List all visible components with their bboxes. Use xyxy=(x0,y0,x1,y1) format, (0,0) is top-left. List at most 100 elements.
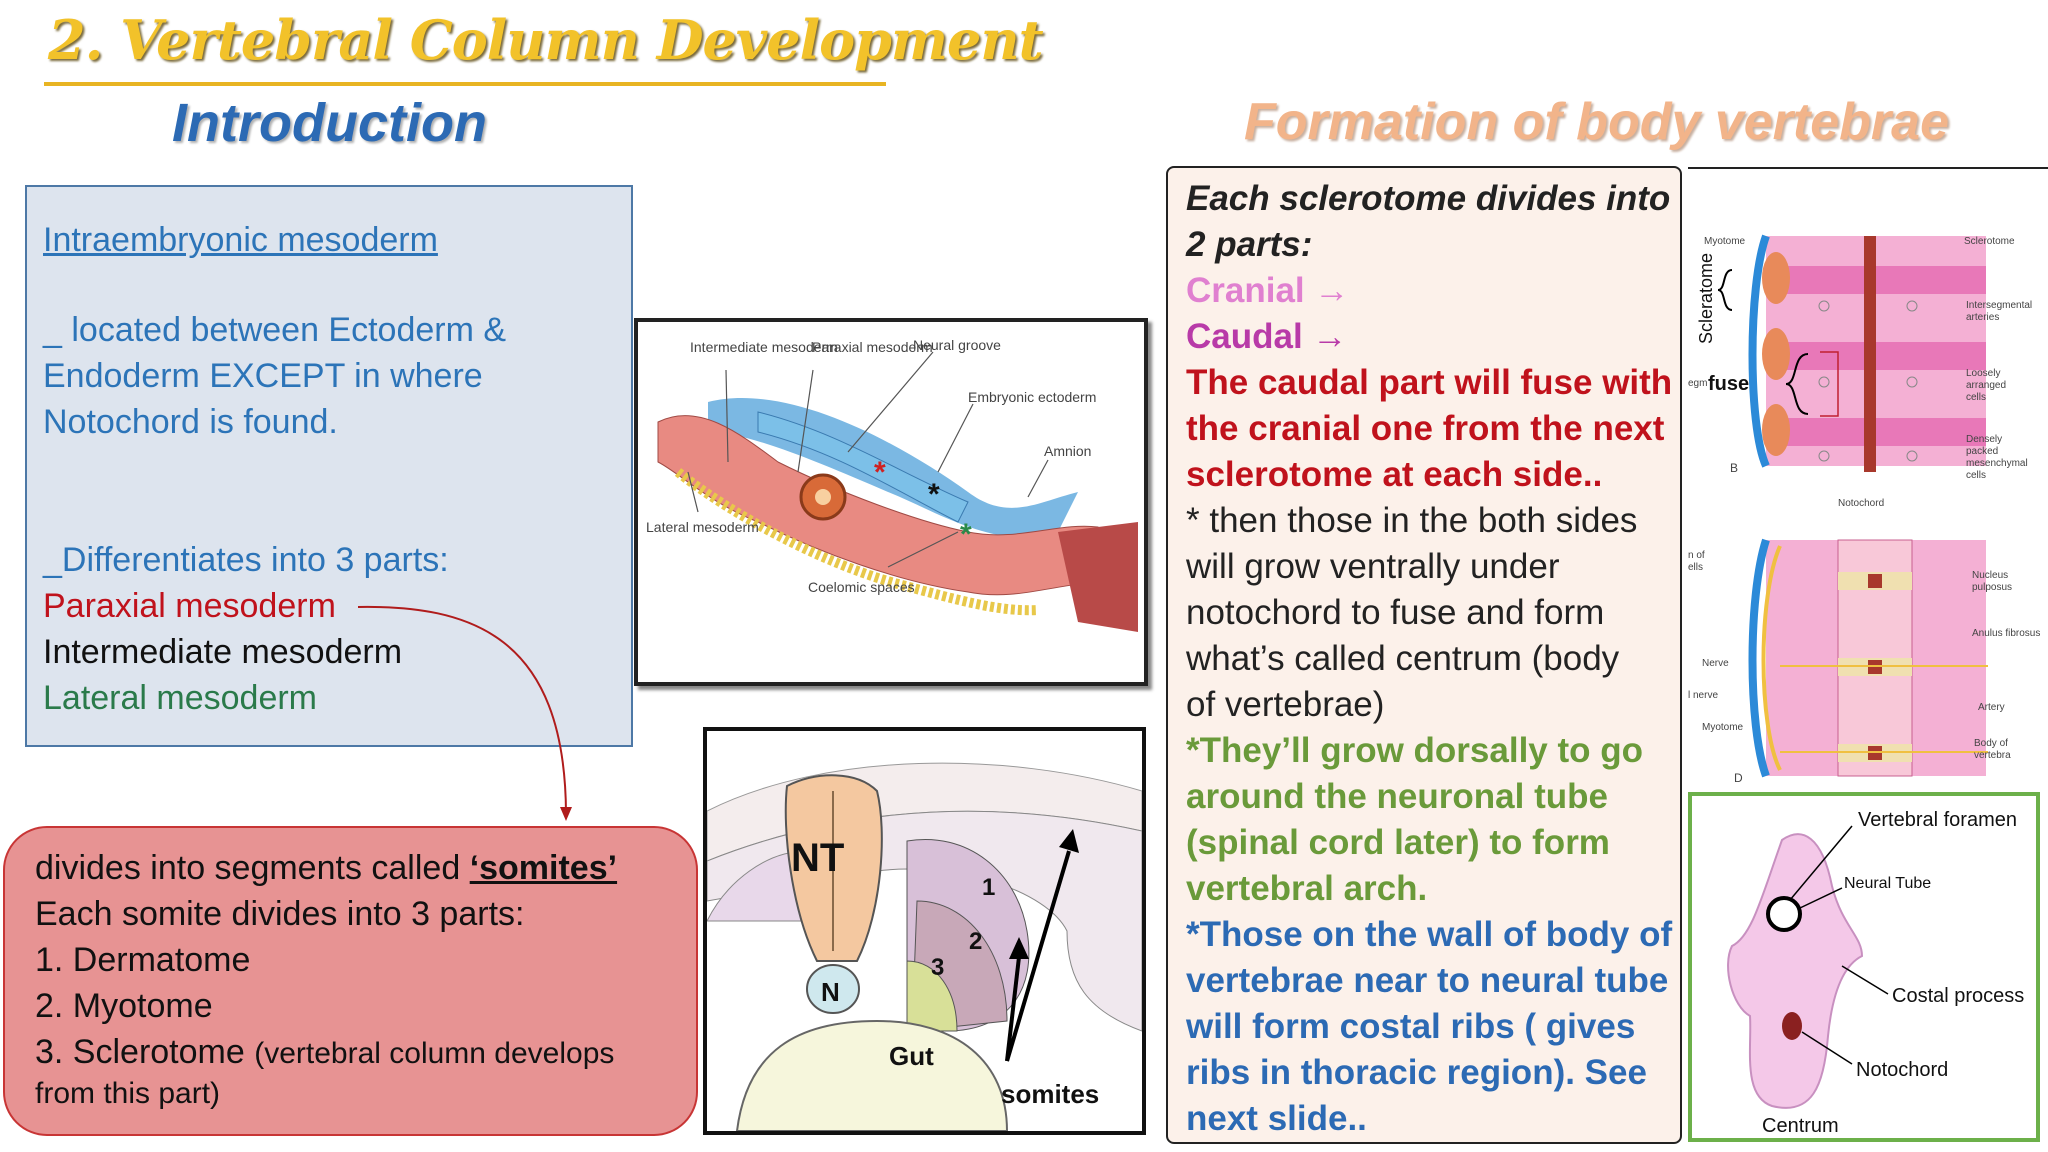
artery-label: Artery xyxy=(1978,702,2005,713)
intermediate-mesoderm-fig-label: Intermediate mesoderm xyxy=(690,339,838,355)
sclerotome-item: 3. Sclerotome (vertebral column develops xyxy=(35,1030,614,1076)
intro-line-1: _ located between Ectoderm & xyxy=(43,311,507,349)
body-of-label: Body of xyxy=(1974,738,2008,749)
pulposus-label: pulposus xyxy=(1972,582,2012,593)
arch-line-3: (spinal cord later) to form xyxy=(1186,823,1610,862)
somites-line-1: divides into segments called ‘somites’ xyxy=(35,846,617,890)
paraxial-mesoderm-fig-label: Paraxial mesoderm xyxy=(812,339,933,355)
somite-part-3-label: 3 xyxy=(931,954,944,981)
caudal-label: Caudal → xyxy=(1186,317,1348,356)
neural-groove-label: Neural groove xyxy=(913,337,1001,353)
vertebra-label: vertebra xyxy=(1974,750,2011,761)
embryonic-ectoderm-label: Embryonic ectoderm xyxy=(968,389,1096,405)
sclerotome-note-2: from this part) xyxy=(35,1077,221,1110)
ribs-line-1: *Those on the wall of body of xyxy=(1186,915,1673,954)
green-star: * xyxy=(960,518,972,551)
amnion-label: Amnion xyxy=(1044,443,1091,459)
somites-line-2: Each somite divides into 3 parts: xyxy=(35,895,525,933)
intro-line-2: Endoderm EXCEPT in where xyxy=(43,357,483,395)
lateral-mesoderm-fig-label: Lateral mesoderm xyxy=(646,519,759,535)
packed-label: packed xyxy=(1966,446,1998,457)
densely-label: Densely xyxy=(1966,434,2002,445)
nt-label: NT xyxy=(791,836,844,880)
anulus-label: Anulus fibrosus xyxy=(1972,628,2040,639)
b-label: B xyxy=(1730,461,1738,475)
ribs-line-4: ribs in thoracic region). See xyxy=(1186,1053,1647,1092)
red-star: * xyxy=(874,456,886,489)
mesenchymal-label: mesenchymal xyxy=(1966,458,2028,469)
ribs-line-5: next slide.. xyxy=(1186,1099,1367,1138)
slide-title: 2. Vertebral Column Development xyxy=(48,8,1044,72)
d-label: D xyxy=(1734,771,1743,785)
intro-line-3: Notochord is found. xyxy=(43,403,338,441)
ells-label: ells xyxy=(1688,562,1703,573)
n-label: N xyxy=(821,977,840,1007)
somites-box: divides into segments called ‘somites’ E… xyxy=(3,826,698,1136)
red-line-1: The caudal part will fuse with xyxy=(1186,363,1673,402)
formation-heading: Formation of body vertebrae xyxy=(1244,93,1949,151)
sclerotome-item-text: 3. Sclerotome xyxy=(35,1033,255,1071)
nerve-label: Nerve xyxy=(1702,658,1729,669)
sclerotome-fig-label: Sclerotome xyxy=(1964,236,2015,247)
somite-part-1-label: 1 xyxy=(982,874,995,901)
paraxial-mesoderm-label: Paraxial mesoderm xyxy=(43,587,336,625)
cells-label: cells xyxy=(1966,392,1986,403)
vertebral-foramen-label: Vertebral foramen xyxy=(1858,809,2017,831)
costal-process-label: Costal process xyxy=(1892,985,2024,1007)
intersegmental-label: Intersegmental xyxy=(1966,300,2032,311)
paraxial-arrow xyxy=(357,605,572,821)
intermediate-mesoderm-label: Intermediate mesoderm xyxy=(43,633,403,671)
vertebra-figure: Vertebral foramen Neural Tube Costal pro… xyxy=(1688,792,2040,1142)
myotome-fig-label: Myotome xyxy=(1704,236,1746,247)
egm-label: egm xyxy=(1688,378,1707,389)
intro-subheading: Intraembryonic mesoderm xyxy=(43,221,438,259)
somite-part-2-label: 2 xyxy=(969,928,982,955)
centrum-line-2: will grow ventrally under xyxy=(1186,547,1560,586)
nerve2-label: l nerve xyxy=(1688,690,1718,701)
arch-line-1: *They’ll grow dorsally to go xyxy=(1186,731,1643,770)
lateral-mesoderm-label: Lateral mesoderm xyxy=(43,679,318,717)
myotome-item: 2. Myotome xyxy=(35,987,213,1025)
arch-line-4: vertebral arch. xyxy=(1186,869,1428,908)
sclerotome-note: (vertebral column develops xyxy=(254,1037,615,1070)
centrum-label: Centrum xyxy=(1762,1115,1839,1137)
red-line-2: the cranial one from the next xyxy=(1186,409,1665,448)
title-underline xyxy=(44,82,886,86)
sclerotome-text-box: Each sclerotome divides into 2 parts: Cr… xyxy=(1166,166,1682,1144)
ribs-line-2: vertebrae near to neural tube xyxy=(1186,961,1669,1000)
cranial-label: Cranial → xyxy=(1186,271,1350,310)
introduction-heading: Introduction xyxy=(172,93,487,153)
somite-diagram-figure: NT N Gut somites 1 2 3 xyxy=(703,727,1146,1135)
nucleus-label: Nucleus xyxy=(1972,570,2008,581)
sclerotome-figure: Myotome Scleratome egm fuse Sclerotome I… xyxy=(1688,166,2048,794)
intro-box: Intraembryonic mesoderm _ located betwee… xyxy=(25,185,633,747)
centrum-line-5: of vertebrae) xyxy=(1186,685,1385,724)
centrum-line-3: notochord to fuse and form xyxy=(1186,593,1605,632)
gut-label: Gut xyxy=(889,1041,934,1071)
cells2-label: cells xyxy=(1966,470,1986,481)
coelomic-spaces-label: Coelomic spaces xyxy=(808,579,915,595)
ribs-line-3: will form costal ribs ( gives xyxy=(1186,1007,1636,1046)
myotome2-label: Myotome xyxy=(1702,722,1744,733)
sclero-line-2: 2 parts: xyxy=(1186,225,1313,264)
arch-line-2: around the neuronal tube xyxy=(1186,777,1608,816)
neural-tube-label: Neural Tube xyxy=(1844,875,1931,892)
sclero-line-1: Each sclerotome divides into xyxy=(1186,179,1671,218)
fuse-label: fuse xyxy=(1708,373,1749,395)
dermatome-item: 1. Dermatome xyxy=(35,941,251,979)
of-label: n of xyxy=(1688,550,1705,561)
embryo-cross-section-figure: * * * Intermediate mesoderm Paraxial mes… xyxy=(634,318,1148,686)
centrum-line-4: what’s called centrum (body xyxy=(1186,639,1620,678)
notochord-label: Notochord xyxy=(1856,1059,1948,1081)
centrum-line-1: * then those in the both sides xyxy=(1186,501,1638,540)
intro-line-4: _Differentiates into 3 parts: xyxy=(43,541,449,579)
red-line-3: sclerotome at each side.. xyxy=(1186,455,1603,494)
notochord-top-label: Notochord xyxy=(1838,498,1884,509)
somites-fig-label: somites xyxy=(1001,1079,1099,1109)
arranged-label: arranged xyxy=(1966,380,2006,391)
somites-line-1-text: divides into segments called xyxy=(35,849,470,887)
scleratome-label: Scleratome xyxy=(1696,253,1716,344)
loosely-label: Loosely xyxy=(1966,368,2000,379)
somites-term: ‘somites’ xyxy=(469,849,618,887)
arteries-label: arteries xyxy=(1966,312,1999,323)
